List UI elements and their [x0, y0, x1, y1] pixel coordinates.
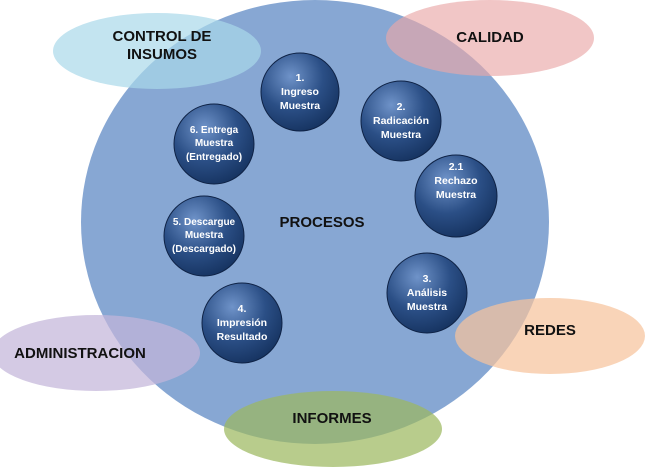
step-node-radicacion — [360, 80, 442, 162]
area-ellipse-redes — [455, 298, 645, 374]
step-node-entrega — [173, 103, 255, 185]
step-label-rechazo: 2.1 Rechazo Muestra — [434, 161, 478, 202]
step-label-radicacion: 2. Radicación Muestra — [372, 100, 430, 142]
area-label-redes: REDES — [524, 322, 576, 339]
area-label-admin: ADMINISTRACION — [14, 345, 146, 362]
step-label-entrega: 6. Entrega Muestra (Entregado) — [185, 124, 243, 163]
step-label-impresion: 4. Impresión Resultado — [216, 302, 268, 344]
center-label: PROCESOS — [279, 214, 365, 231]
area-ellipse-control — [53, 13, 261, 89]
area-ellipse-calidad — [386, 0, 594, 76]
area-ellipse-admin — [0, 315, 200, 391]
step-label-analisis: 3. Análisis Muestra — [406, 272, 448, 314]
area-ellipse-informes — [224, 391, 442, 467]
step-label-ingreso: 1. Ingreso Muestra — [279, 71, 321, 113]
step-node-ingreso — [260, 52, 340, 132]
area-label-informes: INFORMES — [292, 410, 372, 427]
step-node-analisis — [386, 252, 468, 334]
step-label-descargue: 5. Descargue Muestra (Descargado) — [172, 216, 236, 255]
area-label-control: CONTROL DE INSUMOS — [112, 28, 212, 63]
step-node-rechazo — [414, 154, 498, 238]
step-node-descargue — [163, 195, 245, 277]
step-node-impresion — [201, 282, 283, 364]
area-label-calidad: CALIDAD — [456, 29, 524, 46]
